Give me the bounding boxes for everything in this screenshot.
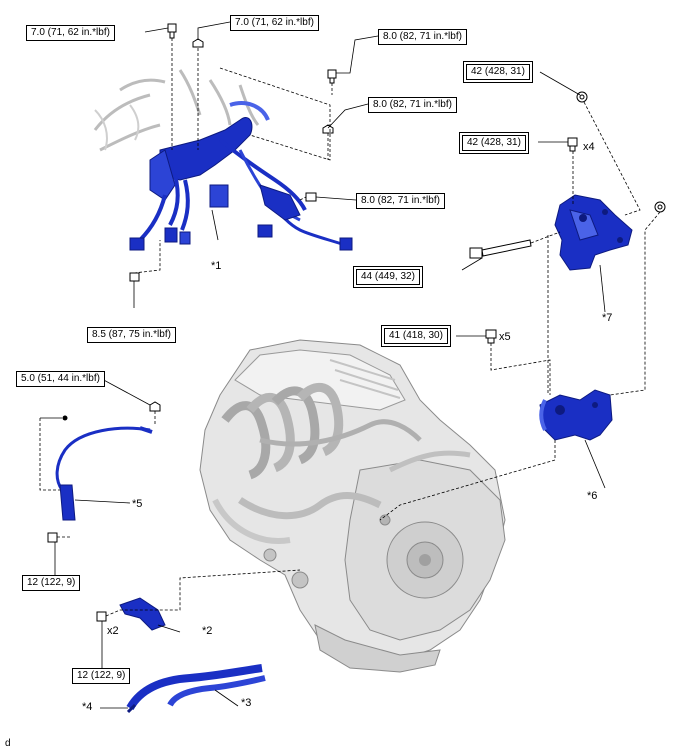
part-label-1: *1 — [211, 260, 222, 272]
torque-label-critical: 42 (428, 31) — [463, 61, 533, 83]
leader-lines — [40, 21, 606, 709]
torque-label-critical: 42 (428, 31) — [459, 132, 529, 154]
part-label-4: *4 — [82, 701, 93, 713]
wire-harness-part-1 — [93, 69, 353, 251]
torque-label: 12 (122, 9) — [22, 575, 81, 591]
bracket-part-2 — [119, 597, 166, 631]
reference-dot — [62, 415, 68, 421]
torque-label: 7.0 (71, 62 in.*lbf) — [230, 15, 319, 31]
part-label-7: *7 — [602, 312, 613, 324]
torque-label: 8.0 (82, 71 in.*lbf) — [368, 97, 457, 113]
part-label-5: *5 — [132, 498, 143, 510]
torque-label-critical: 41 (418, 30) — [381, 325, 451, 347]
cable-part-5 — [55, 426, 153, 521]
quantity-label: x2 — [107, 625, 119, 637]
torque-label: 8.0 (82, 71 in.*lbf) — [356, 193, 445, 209]
engine-mount-bracket-part-7 — [554, 194, 633, 271]
engine-assembly — [199, 339, 506, 673]
hoses-part-3-4 — [126, 664, 266, 714]
engine-mount-bracket-part-6 — [539, 389, 613, 441]
part-label-2: *2 — [202, 625, 213, 637]
corner-mark: d — [5, 738, 11, 749]
quantity-label: x4 — [583, 141, 595, 153]
part-label-6: *6 — [587, 490, 598, 502]
torque-label: 8.0 (82, 71 in.*lbf) — [378, 29, 467, 45]
torque-label: 5.0 (51, 44 in.*lbf) — [16, 371, 105, 387]
torque-label-critical: 44 (449, 32) — [353, 266, 423, 288]
torque-label: 8.5 (87, 75 in.*lbf) — [87, 327, 176, 343]
torque-label: 7.0 (71, 62 in.*lbf) — [26, 25, 115, 41]
dashed-alignment-lines — [39, 38, 661, 617]
long-bolt — [469, 239, 532, 259]
part-label-3: *3 — [241, 697, 252, 709]
quantity-label: x5 — [499, 331, 511, 343]
torque-label: 12 (122, 9) — [72, 668, 131, 684]
